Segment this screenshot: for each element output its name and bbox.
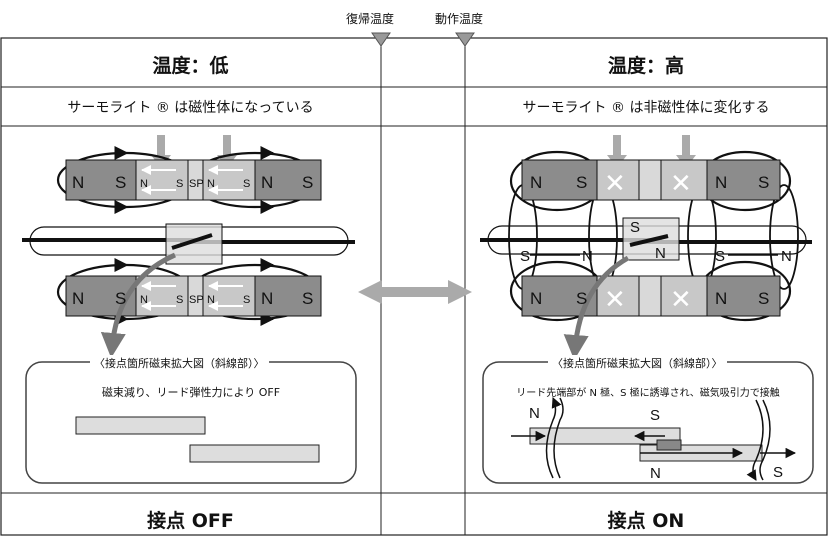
left-panel [22,135,357,484]
pole-label-s: S [576,173,587,192]
blade-pole-s: S [715,248,725,265]
magnet-ns [706,159,781,201]
detail-flux-curve [746,399,764,481]
right-panel [480,135,814,484]
left-detail-title: 〈接点箇所磁束拡大図（斜線部）〉 [90,355,269,371]
left-description: サーモライト ® は磁性体になっている [67,100,314,116]
contact-point [656,439,682,451]
spacer-label: SP [189,294,204,306]
blade-pole-s: S [520,248,530,265]
pole-label-n: N [207,294,215,306]
pole-label-n: N [715,289,727,308]
spacer [638,275,662,317]
right-result: 接点 ON [607,510,685,532]
pole-label-n: N [140,178,148,190]
operate-temp-marker [455,32,475,47]
pole-label-n: N [207,178,215,190]
spacer [638,159,662,201]
magnet-ns [254,159,322,201]
nonmagnetic-cross-icon: ✕ [670,168,692,198]
detail-pole-n: N [529,405,540,422]
reed-blade-apart [75,416,206,435]
detail-flux-curve [545,397,562,479]
reed-contact-closed [629,234,669,247]
pole-label-s: S [758,289,769,308]
pole-label-s: S [115,173,126,192]
detail-flux-curve [759,399,771,481]
spacer-label: SP [189,178,204,190]
left-detail-description: 磁束減り、リード弾性力により OFF [101,386,281,399]
pole-label-s: S [243,178,250,190]
nonmagnetic-cross-icon: ✕ [670,284,692,314]
right-description: サーモライト ® は非磁性体に変化する [522,100,770,116]
reed-contact-tip [171,233,213,250]
pole-label-n: N [72,173,84,192]
pole-label-s: S [176,178,183,190]
magnet-ns [65,159,137,201]
pole-label-s: S [115,289,126,308]
right-detail-box [482,361,814,484]
pole-label-s: S [302,173,313,192]
blade-pole-n: N [781,248,792,265]
thermolite-nonmagnetic [660,159,708,201]
pole-label-n: N [715,173,727,192]
pole-label-n: N [261,173,273,192]
right-detail-title: 〈接点箇所磁束拡大図（斜線部）〉 [548,355,727,371]
magnet-ns [254,275,322,317]
pole-label-s: S [176,294,183,306]
pole-label-n: N [530,173,542,192]
zoom-callout-arrow [563,255,630,360]
magnet-ns [521,159,598,201]
reed-blade-apart [189,444,320,463]
transition-double-arrow [358,280,472,304]
flux-loop-vertical [769,184,799,290]
pole-label-n: N [140,294,148,306]
contact-pole-s: S [630,219,640,236]
operate-temperature-label: 動作温度 [435,12,484,26]
detail-flux-curve [553,397,564,479]
pole-label-s: S [302,289,313,308]
right-detail-description: リード先端部が N 極、S 極に誘導され、磁気吸引力で接触 [516,388,780,399]
pole-label-s: S [243,294,250,306]
magnet-ns [706,275,781,317]
nonmagnetic-cross-icon: ✕ [604,284,626,314]
pole-label-n: N [72,289,84,308]
left-result: 接点 OFF [147,510,234,532]
detail-pole-s: S [650,407,660,424]
contact-pole-n: N [655,245,666,262]
flux-loop-vertical [588,184,618,290]
pole-label-s: S [758,173,769,192]
detail-pole-s: S [773,464,783,481]
pole-label-n: N [530,289,542,308]
right-title: 温度：高 [607,55,684,77]
outer-frame [0,37,828,536]
reset-temperature-label: 復帰温度 [346,12,395,26]
zoom-callout-arrow [100,252,177,358]
pole-label-s: S [576,289,587,308]
blade-pole-n: N [582,248,593,265]
detail-pole-n: N [650,465,661,482]
flux-loop-vertical [687,184,717,290]
nonmagnetic-cross-icon: ✕ [604,168,626,198]
reset-temp-marker [371,32,391,47]
left-title: 温度：低 [152,55,229,77]
pole-label-n: N [261,289,273,308]
